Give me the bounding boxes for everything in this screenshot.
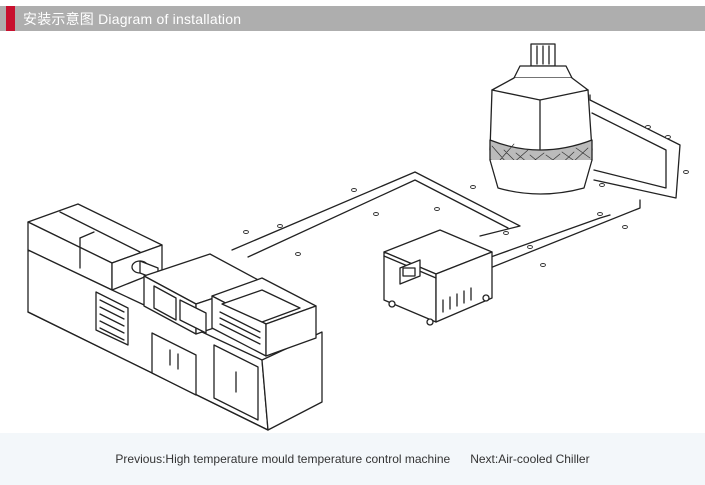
section-header: 安装示意图 Diagram of installation bbox=[0, 6, 705, 31]
previous-link[interactable]: Previous:High temperature mould temperat… bbox=[115, 452, 451, 466]
cooling-tower bbox=[489, 43, 593, 195]
chiller-unit bbox=[383, 229, 493, 326]
installation-diagram bbox=[0, 31, 705, 433]
pipe-clamps bbox=[243, 125, 689, 267]
section-title: 安装示意图 Diagram of installation bbox=[23, 10, 242, 27]
next-link[interactable]: Next:Air-cooled Chiller bbox=[470, 452, 590, 466]
pipe-lines bbox=[231, 94, 681, 269]
injection-molding-machine bbox=[27, 203, 323, 431]
header-accent-bar bbox=[6, 6, 15, 31]
pagination-footer: Previous:High temperature mould temperat… bbox=[0, 433, 705, 485]
